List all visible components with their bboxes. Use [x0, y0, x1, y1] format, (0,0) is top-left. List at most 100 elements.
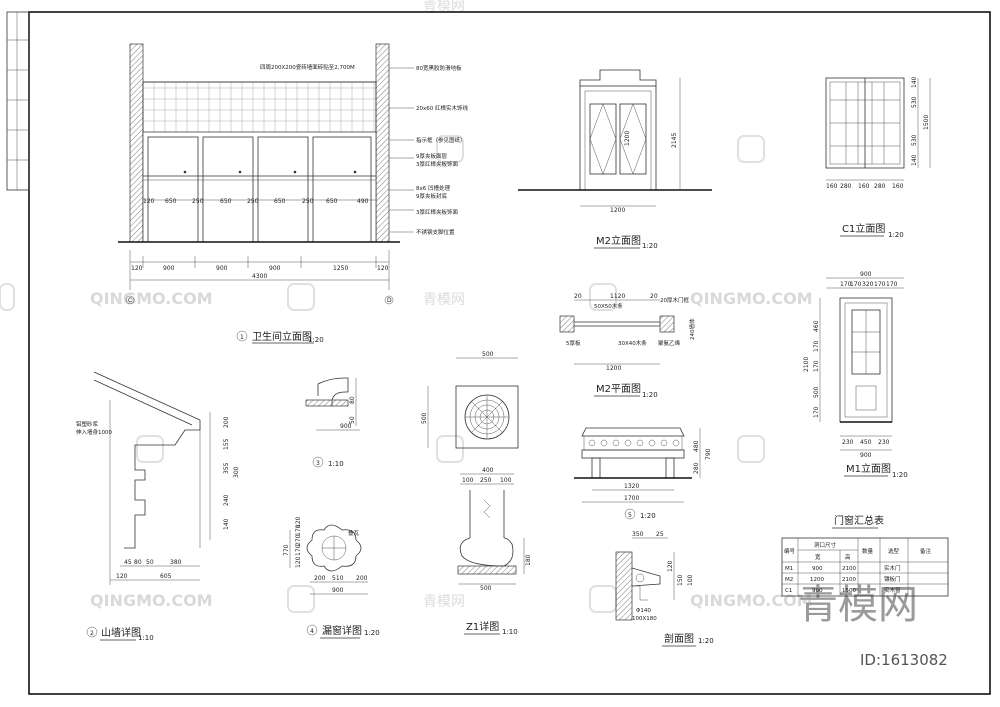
dim-text: 100: [500, 477, 512, 484]
watermark-latin: QINGMO.COM: [90, 289, 213, 308]
note-text: 8x6 凹槽处理: [416, 184, 451, 192]
schedule-cell: 2100: [842, 577, 856, 583]
dim-text: 770: [283, 544, 290, 556]
dim-text: 280: [840, 183, 852, 190]
watermark-cn: 青模网: [423, 0, 465, 14]
drawing-scale: 1:20: [640, 512, 656, 520]
m2-plan: 20 1120 20 1200 50X50木条 20厚木门框 30X40木条 5…: [559, 293, 696, 399]
note-text: 5厚板: [566, 339, 581, 347]
note-text: 80宽黑胶防滑地板: [416, 64, 462, 72]
dim-text: 900: [332, 587, 344, 594]
dim-text: 2100: [803, 357, 810, 372]
drawing-number: 3: [316, 460, 320, 467]
drawing-number: 1: [240, 334, 244, 341]
dim-text: 120: [116, 573, 128, 580]
schedule-header: 备注: [920, 547, 932, 555]
watermark-logo: [737, 135, 765, 163]
dim-text: 1120: [610, 293, 625, 300]
drawing-title: M1立面图: [846, 462, 891, 475]
dim-text: 170: [295, 524, 302, 536]
schedule-cell: 实木窗: [884, 586, 901, 594]
dim-text: 120: [377, 265, 389, 272]
note-text: Φ140: [636, 608, 651, 614]
dim-text: 650: [326, 198, 338, 205]
note-text: 30X40木条: [618, 339, 647, 347]
dim-text: 250: [247, 198, 259, 205]
drawing-scale: 1:20: [364, 629, 380, 637]
dim-text: 170: [813, 360, 820, 372]
dim-text: 80: [349, 396, 356, 404]
dim-text: 1320: [624, 483, 639, 490]
note-text: 叠瓦: [348, 530, 360, 537]
dim-text: 150: [677, 574, 684, 586]
watermark-latin: QINGMO.COM: [90, 591, 213, 610]
dim-text: 155: [223, 438, 230, 450]
dim-text: 350: [632, 531, 644, 538]
detail-5: 480 280 790 1320 1700 5 1:20: [574, 427, 712, 520]
note-text: 9厚夹板封底: [416, 192, 447, 200]
note-text: 3厚红樟夹板饰面: [416, 208, 458, 216]
drawing-scale: 1:20: [892, 471, 908, 479]
drawing-number: 5: [628, 512, 632, 519]
dim-text: 230: [878, 439, 890, 446]
center-square-detail: 500 500: [421, 351, 519, 449]
dim-text: 45: [124, 559, 132, 566]
drawing-title: M2平面图: [596, 383, 641, 395]
schedule-cell: M2: [785, 577, 793, 583]
drawing-title: M2立面图: [596, 234, 641, 247]
dim-text: 500: [813, 386, 820, 398]
drawing-title: 山墙详图: [101, 626, 141, 639]
dim-text: 650: [220, 198, 232, 205]
note-text: 四周200X200瓷砖墙面砖贴至2,700M: [260, 63, 355, 71]
dim-text: 1500: [923, 115, 930, 130]
dim-text: 500: [480, 585, 492, 592]
dim-text: 400: [482, 467, 494, 474]
dim-text: 140: [911, 154, 918, 166]
dim-text: 170: [295, 544, 302, 556]
watermark-logo: [287, 283, 315, 311]
dim-text: 170: [850, 281, 862, 288]
schedule-header: 选型: [888, 547, 900, 555]
dim-text: 650: [274, 198, 286, 205]
dim-text: 120: [143, 198, 155, 205]
dim-text: 270: [295, 534, 302, 546]
dim-text: 530: [911, 96, 918, 108]
watermark-logo: [436, 435, 464, 463]
drawing-title: C1立面图: [842, 222, 885, 235]
dim-text: 280: [874, 183, 886, 190]
drawing-title: 剖面图: [664, 632, 694, 645]
dim-text: 500: [421, 412, 428, 424]
dim-text: 120: [667, 560, 674, 572]
drawing-scale: 1:20: [642, 242, 658, 250]
dim-text: 140: [911, 76, 918, 88]
leak-window-detail: 770 120 170 270 170 120 叠瓦 200 510 200 9…: [283, 516, 380, 639]
drawing-id: ID:1613082: [860, 651, 948, 669]
dim-text: 320: [862, 281, 874, 288]
drawing-scale: 1:20: [642, 391, 658, 399]
note-text: 伸入墙身1000: [76, 428, 112, 436]
drawing-title: 漏窗详图: [322, 624, 362, 637]
dim-text: 2145: [671, 133, 678, 148]
watermark-cn: 青模网: [423, 594, 465, 610]
schedule-header: 编号: [784, 547, 796, 555]
note-text: 9厚夹板面层: [416, 152, 447, 160]
watermark-group: QINGMO.COM QINGMO.COM QINGMO.COM QINGMO.…: [0, 0, 948, 669]
dim-text: 1200: [624, 131, 631, 146]
z1-detail: 400 100 250 100 180 500 Z1详图 1:10: [457, 467, 532, 636]
dim-text: 50: [146, 559, 154, 566]
dim-text: 280: [693, 462, 700, 474]
dim-text: 510: [332, 575, 344, 582]
dim-text: 490: [357, 198, 369, 205]
dim-text: 605: [160, 573, 172, 580]
schedule-subheader: 高: [845, 553, 851, 561]
drawing-title: 卫生间立面图: [252, 330, 312, 343]
door-window-schedule: 门窗汇总表 编号 洞口尺寸 数量 选型 备注 宽 高 M1 900 2100 实…: [781, 514, 949, 597]
schedule-title: 门窗汇总表: [834, 514, 884, 527]
watermark-logo: [0, 283, 15, 311]
drawing-scale: 1:20: [698, 637, 714, 645]
dim-text: 790: [705, 448, 712, 460]
dim-text: 1250: [333, 265, 348, 272]
schedule-cell: M1: [785, 566, 793, 572]
note-text: 不锈钢支脚位置: [416, 228, 455, 236]
